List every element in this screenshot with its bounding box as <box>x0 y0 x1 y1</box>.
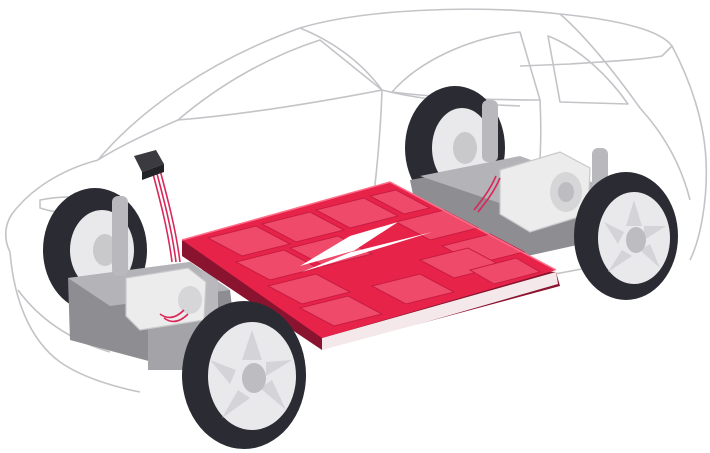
wiring <box>151 169 501 323</box>
battery-pack <box>181 181 560 352</box>
front-motor <box>125 267 207 331</box>
lightning-bolt-icon <box>300 222 432 272</box>
rear-right-wheel <box>574 172 678 300</box>
control-box <box>134 150 164 180</box>
rear-motor <box>499 151 591 233</box>
front-right-wheel <box>182 301 306 449</box>
